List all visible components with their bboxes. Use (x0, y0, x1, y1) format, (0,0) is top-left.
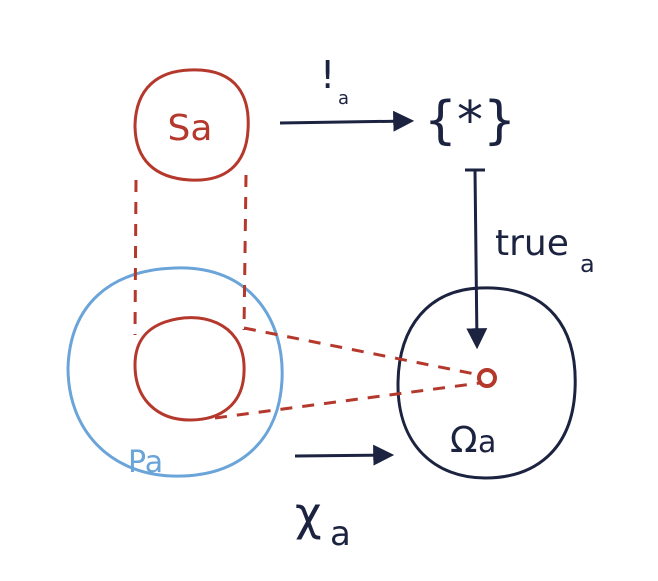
true-subscript: a (580, 250, 595, 278)
true-arrow (466, 169, 488, 350)
chi-subscript: a (330, 514, 351, 554)
powerset-circle (66, 266, 284, 478)
bang-arrow (279, 110, 415, 132)
subobject-circle (133, 68, 250, 182)
omega-circle (396, 286, 577, 480)
chi-arrow (294, 444, 395, 466)
bang-subscript: a (338, 88, 349, 109)
true-label: true (495, 223, 569, 264)
subobject-image-circle (133, 316, 246, 422)
terminal-object: {*} (424, 91, 516, 151)
bang-label: ! (320, 53, 335, 97)
subobject-label: Sa (168, 108, 213, 149)
chi-label: χ (295, 487, 322, 541)
true-point (477, 368, 497, 388)
omega-label: Ω (450, 420, 478, 461)
powerset-label: Pa (128, 445, 163, 480)
dashed-connectors (133, 174, 481, 420)
omega-subscript: a (478, 425, 496, 460)
